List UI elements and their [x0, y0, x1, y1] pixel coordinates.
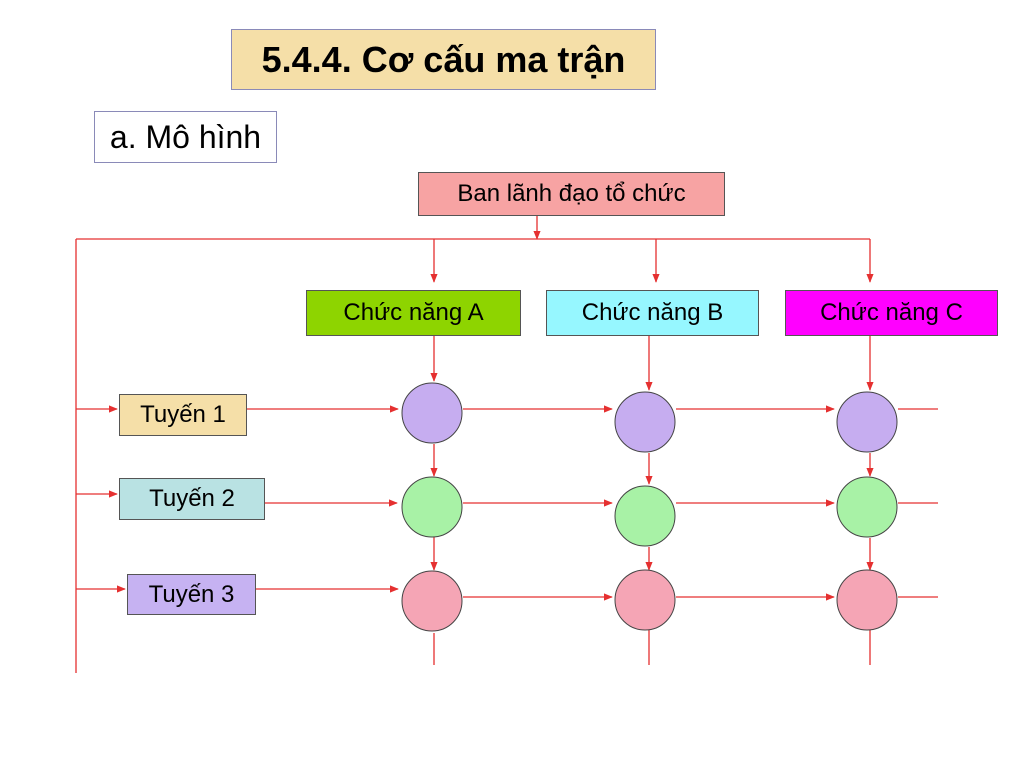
function-b-box: Chức năng B — [546, 290, 759, 336]
node-row3-col-c — [836, 569, 898, 631]
node-row2-col-a — [401, 476, 463, 538]
line-1-box: Tuyến 1 — [119, 394, 247, 436]
node-row2-col-c — [836, 476, 898, 538]
section-heading: a. Mô hình — [94, 111, 277, 163]
node-row1-col-b — [614, 391, 676, 453]
node-row2-col-b — [614, 485, 676, 547]
node-row3-col-b — [614, 569, 676, 631]
line-3-box: Tuyến 3 — [127, 574, 256, 615]
function-a-box: Chức năng A — [306, 290, 521, 336]
slide-title: 5.4.4. Cơ cấu ma trận — [231, 29, 656, 90]
line-2-box: Tuyến 2 — [119, 478, 265, 520]
node-row3-col-a — [401, 570, 463, 632]
leadership-box: Ban lãnh đạo tổ chức — [418, 172, 725, 216]
node-row1-col-c — [836, 391, 898, 453]
function-c-box: Chức năng C — [785, 290, 998, 336]
node-row1-col-a — [401, 382, 463, 444]
